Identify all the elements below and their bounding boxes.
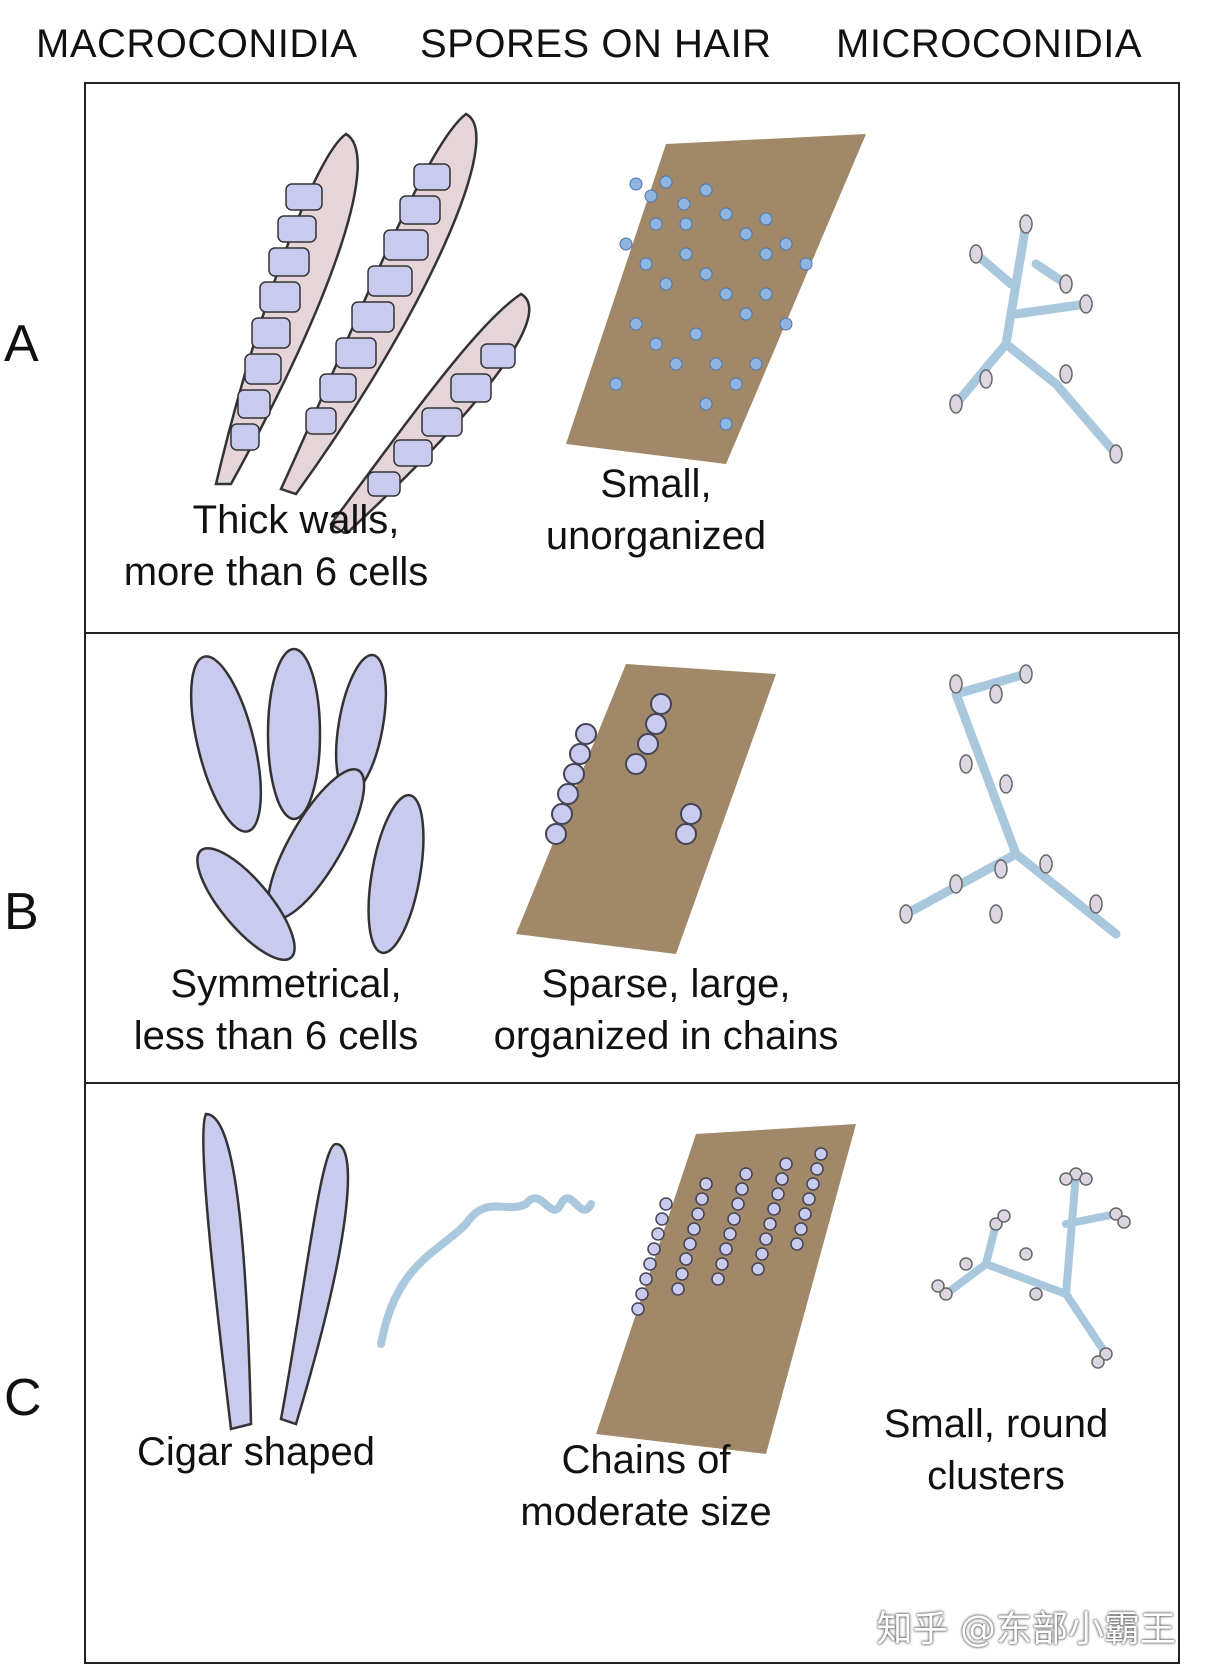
panel-b: Symmetrical, less than 6 cells Sparse, l… [84, 632, 1180, 1084]
hair-b-illustration [516, 664, 776, 954]
hair-a-illustration [566, 134, 866, 464]
caption-b-spores-1: Sparse, large, [541, 962, 791, 1006]
header-macroconidia: MACROCONIDIA [36, 22, 358, 66]
row-label-a: A [4, 315, 39, 373]
caption-c-micro-2: clusters [927, 1454, 1065, 1498]
caption-a-spores-1: Small, [600, 462, 712, 506]
caption-b-macro-1: Symmetrical, [170, 962, 402, 1006]
row-label-b: B [4, 883, 39, 941]
caption-c-spores-2: moderate size [520, 1490, 772, 1534]
header-microconidia: MICROCONIDIA [836, 22, 1142, 66]
microconidia-c-illustration [931, 1167, 1131, 1369]
watermark: 知乎 @东部小霸王 [876, 1609, 1176, 1650]
caption-b-macro-2: less than 6 cells [133, 1014, 419, 1058]
caption-c-macro-1: Cigar shaped [137, 1430, 375, 1474]
caption-b-spores-2: organized in chains [493, 1014, 839, 1058]
macroconidia-c-illustration [202, 1112, 350, 1431]
caption-a-macro-1: Thick walls, [192, 498, 400, 542]
row-label-c: C [4, 1369, 42, 1427]
microconidia-a-illustration [949, 214, 1123, 464]
panel-c: Cigar shaped Chains of moderate size [84, 1082, 1180, 1664]
header-spores-on-hair: SPORES ON HAIR [420, 22, 772, 66]
caption-a-macro-2: more than 6 cells [123, 550, 429, 594]
spiral-hypha-illustration [377, 1194, 595, 1348]
caption-c-micro-1: Small, round [883, 1402, 1109, 1446]
caption-c-spores-1: Chains of [561, 1438, 731, 1482]
macroconidia-b-illustration [189, 647, 425, 962]
caption-a-spores-2: unorganized [545, 514, 767, 558]
panel-a: Thick walls, more than 6 cells Small, un… [84, 82, 1180, 634]
macroconidia-a-illustration [214, 112, 531, 534]
microconidia-b-illustration [899, 664, 1121, 939]
hair-c-illustration [596, 1124, 856, 1454]
